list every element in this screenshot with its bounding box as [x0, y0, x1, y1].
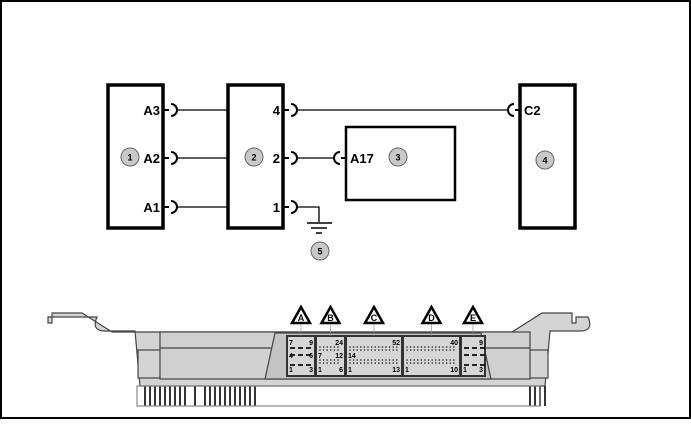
pin-number-top-right: 9 [309, 340, 313, 347]
pin-number-top-right: 9 [479, 340, 483, 347]
pin-number-bottom-right: 13 [392, 367, 400, 374]
pin-number-bottom-left: 1 [405, 367, 409, 374]
pin-number-bottom-left: 1 [289, 367, 293, 374]
pin-a17: A17 [350, 151, 374, 166]
pin-number-top-right: 40 [450, 340, 458, 347]
connector-label: A [298, 313, 305, 323]
callout-1: 1 [127, 153, 132, 163]
callout-4: 4 [542, 156, 547, 166]
pin-a2: A2 [143, 151, 160, 166]
pin-number-top-left: 7 [289, 340, 293, 347]
pin-number-mid-left: 7 [318, 353, 322, 360]
pin-4: 4 [273, 103, 281, 118]
pin-number-bottom-right: 6 [339, 367, 343, 374]
component-callouts: 1 2 3 4 5 [120, 147, 555, 261]
connector-e: E 9 1 3 [460, 304, 486, 377]
connector-label-triangle-icon [420, 304, 443, 325]
pin-number-mid-right: 12 [335, 353, 343, 360]
connector-label-triangle-icon [319, 304, 342, 325]
callout-3: 3 [395, 153, 400, 163]
pin-number-bottom-right: 3 [479, 367, 483, 374]
pin-number-mid-right: 6 [309, 353, 313, 360]
component-4-box [518, 83, 577, 230]
pin-number-mid-left: 14 [348, 353, 356, 360]
connector-label: D [428, 313, 435, 323]
connector-label-triangle-icon [362, 304, 386, 325]
connector-d: D 40 1 10 [402, 304, 461, 377]
connector-a: A 7 9 4 6 1 3 [286, 304, 316, 377]
connector-label: B [327, 313, 334, 323]
connector-label-triangle-icon [461, 304, 485, 325]
pin-number-top-right: 24 [335, 340, 343, 347]
component-2-box [226, 83, 285, 230]
pin-number-bottom-left: 1 [318, 367, 322, 374]
ground-icon [307, 222, 332, 234]
callout-5: 5 [317, 247, 322, 257]
pin-number-bottom-left: 1 [348, 367, 352, 374]
pin-number-bottom-right: 3 [309, 367, 313, 374]
pin-1: 1 [273, 200, 280, 215]
connector-label: E [470, 313, 476, 323]
pin-number-bottom-right: 10 [450, 367, 458, 374]
component-3-box [344, 125, 457, 202]
callout-2: 2 [251, 153, 256, 163]
pin-a3: A3 [143, 103, 160, 118]
connector-c: C 52 14 1 13 [345, 304, 403, 377]
pin-number-top-right: 52 [392, 340, 400, 347]
pin-number-mid-left: 4 [289, 353, 293, 360]
connector-label: C [371, 313, 378, 323]
connector-label-triangle-icon [289, 304, 313, 325]
wire-1-ground [298, 206, 320, 222]
pin-number-bottom-left: 1 [463, 367, 467, 374]
component-1-box [106, 83, 165, 230]
pin-c2: C2 [524, 103, 541, 118]
pin-a1: A1 [143, 200, 160, 215]
pin-2: 2 [273, 151, 280, 166]
